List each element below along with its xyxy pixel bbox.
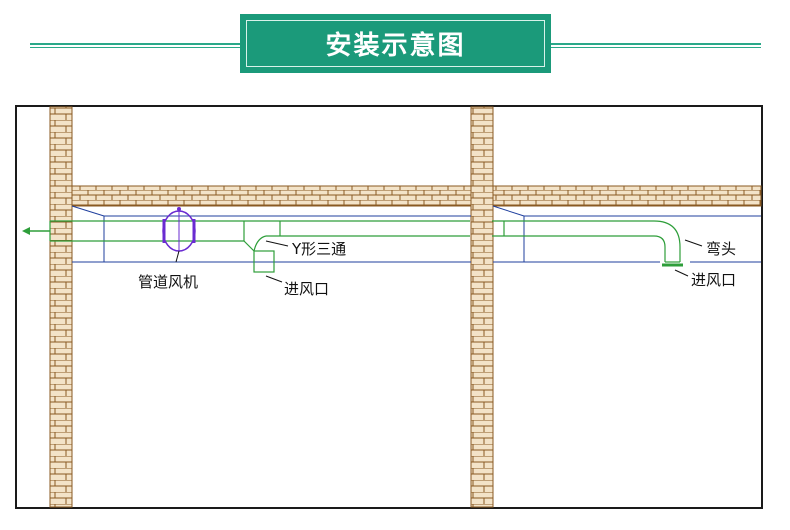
y-tee-fitting — [243, 221, 275, 273]
brick-ceiling-right — [492, 185, 762, 207]
brick-ceiling-left — [71, 185, 472, 207]
diagram-frame — [15, 105, 763, 509]
title-banner: 安装示意图 — [240, 14, 551, 73]
title-line-left-thin — [30, 47, 240, 48]
label-duct-fan: 管道风机 — [138, 273, 198, 291]
leader-lines — [175, 239, 703, 283]
title-line-right — [551, 43, 761, 45]
label-elbow: 弯头 — [706, 240, 736, 258]
main-duct — [49, 220, 654, 242]
exhaust-arrow-icon — [22, 227, 50, 235]
label-inlet-right: 进风口 — [691, 271, 736, 289]
title-line-right-thin — [551, 47, 761, 48]
label-y-tee: Y形三通 — [291, 240, 346, 258]
brick-wall-left — [49, 106, 73, 508]
label-inlet-left: 进风口 — [284, 280, 329, 298]
elbow-fitting — [653, 220, 683, 267]
brick-wall-middle — [470, 106, 494, 508]
page-title: 安装示意图 — [325, 31, 466, 61]
title-banner-inner: 安装示意图 — [246, 20, 545, 67]
room-outlines — [71, 205, 761, 263]
title-line-left — [30, 43, 240, 45]
